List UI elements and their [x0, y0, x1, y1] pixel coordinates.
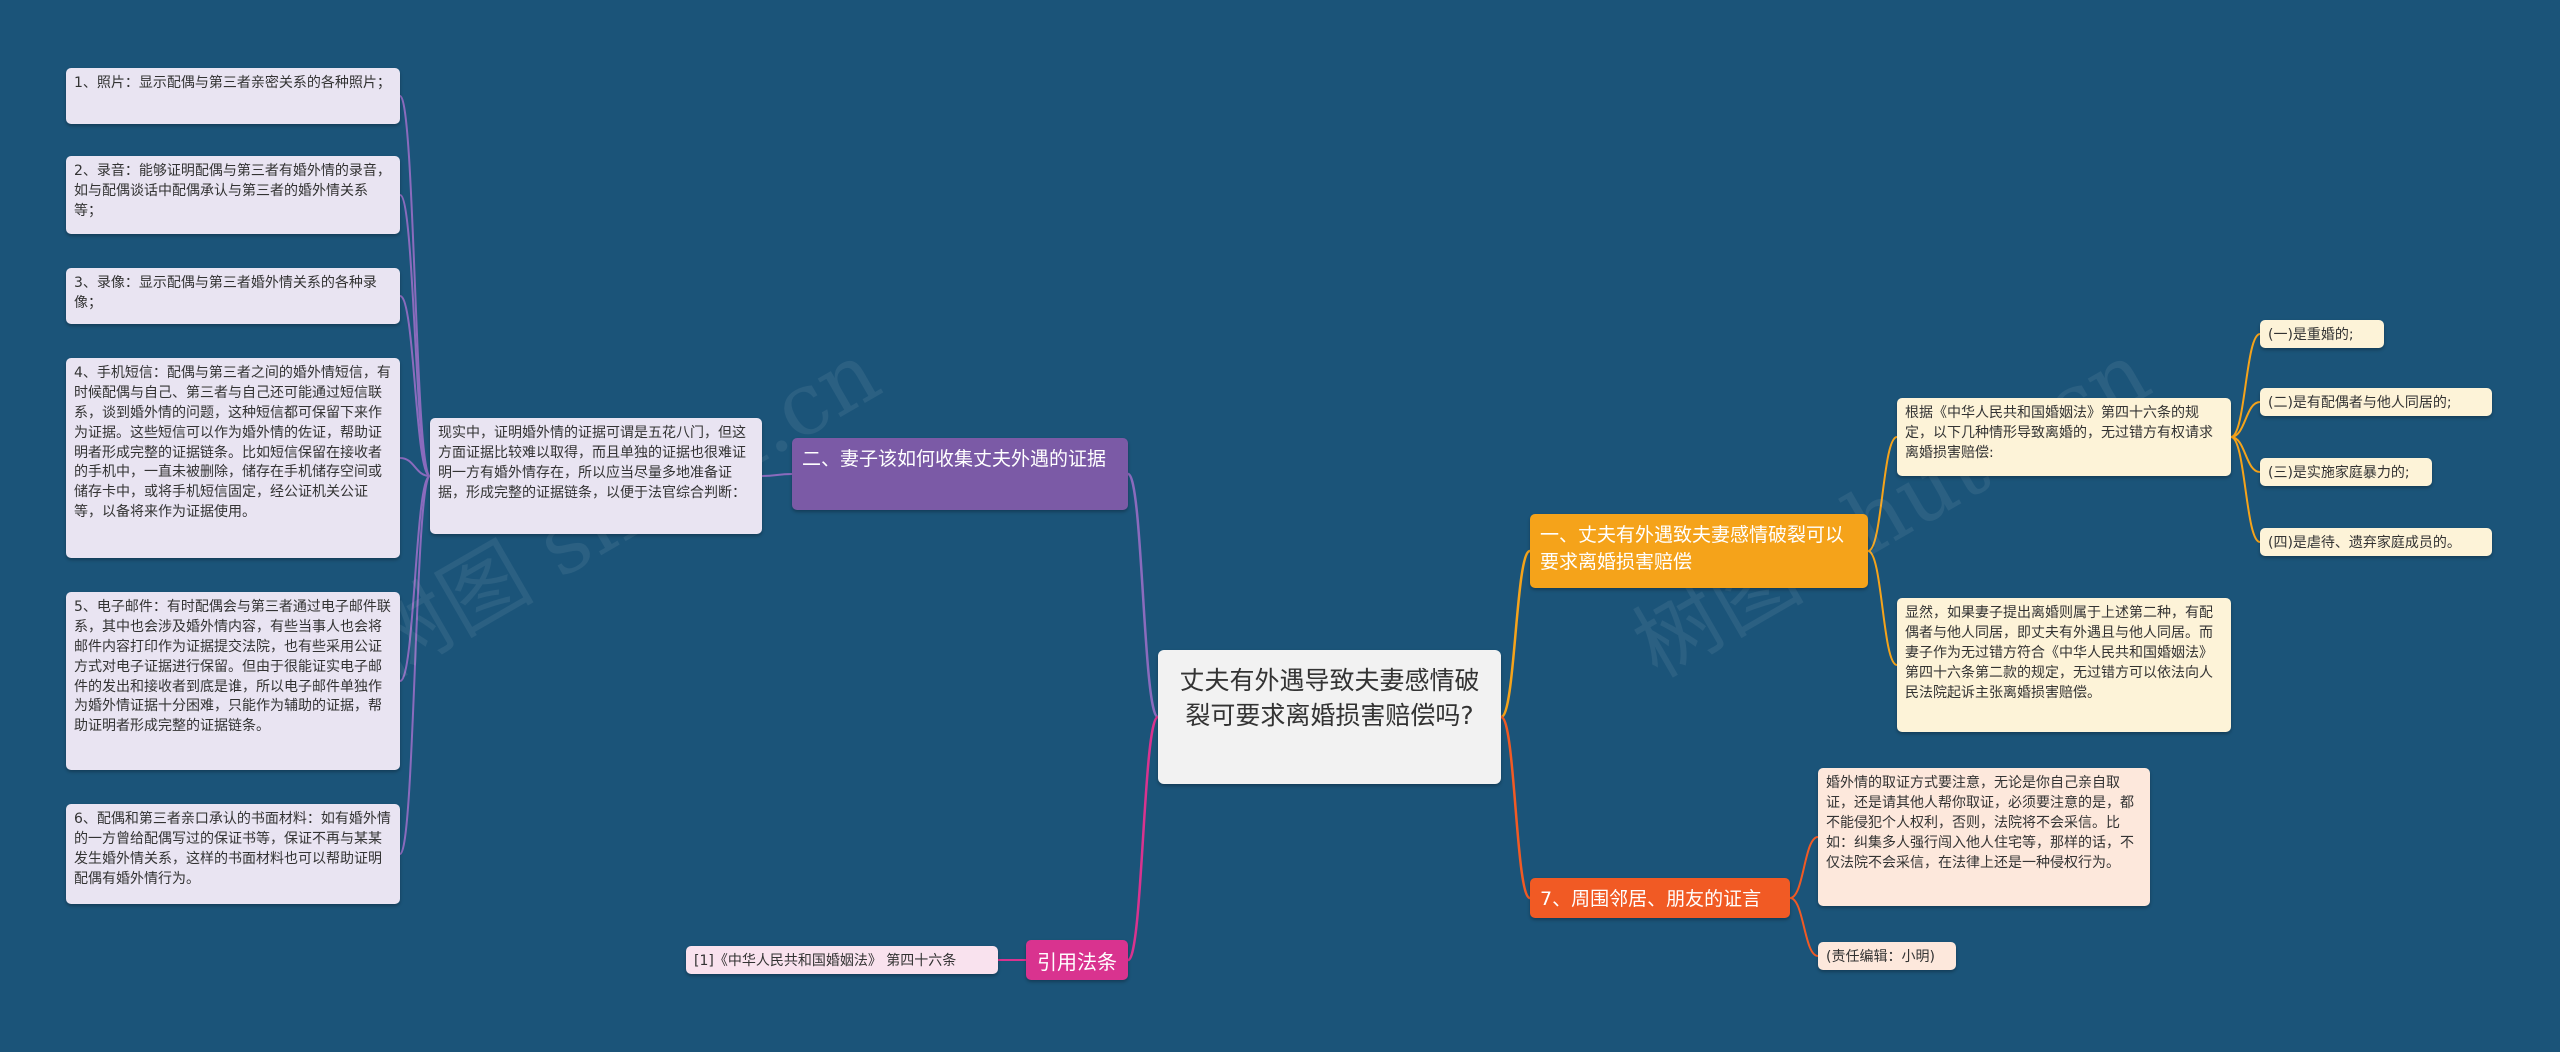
evidence-item-sms[interactable]: 4、手机短信：配偶与第三者之间的婚外情短信，有时候配偶与自己、第三者与自己还可能…	[66, 358, 400, 558]
link-branch2-summary	[761, 473, 793, 477]
branch-7-label[interactable]: 7、周围邻居、朋友的证言	[1530, 878, 1790, 918]
link-branch1-law	[1867, 436, 1898, 552]
citation-reference[interactable]: [1]《中华人民共和国婚姻法》 第四十六条	[686, 946, 998, 974]
condition-item[interactable]: (二)是有配偶者与他人同居的;	[2260, 388, 2492, 416]
evidence-item-written[interactable]: 6、配偶和第三者亲口承认的书面材料：如有婚外情的一方曾给配偶写过的保证书等，保证…	[66, 804, 400, 904]
link-law-item	[2230, 333, 2261, 438]
link-summary-evidence	[399, 194, 431, 477]
link-law-item	[2230, 401, 2261, 438]
evidence-item-video[interactable]: 3、录像：显示配偶与第三者婚外情关系的各种录像；	[66, 268, 400, 324]
link-summary-evidence	[399, 457, 431, 477]
law-note[interactable]: 根据《中华人民共和国婚姻法》第四十六条的规定，以下几种情形导致离婚的，无过错方有…	[1897, 398, 2231, 476]
link-branch1-conclusion	[1867, 550, 1898, 666]
evidence-item-audio[interactable]: 2、录音：能够证明配偶与第三者有婚外情的录音，如与配偶谈话中配偶承认与第三者的婚…	[66, 156, 400, 234]
link-summary-evidence	[399, 95, 431, 477]
link-summary-evidence	[399, 475, 431, 855]
link-summary-evidence	[399, 475, 431, 682]
evidence-item-photo[interactable]: 1、照片：显示配偶与第三者亲密关系的各种照片；	[66, 68, 400, 124]
link-law-item	[2230, 436, 2261, 543]
link-root-branch2	[1126, 472, 1160, 719]
link-root-branch1	[1499, 549, 1532, 719]
condition-item[interactable]: (一)是重婚的;	[2260, 320, 2384, 348]
link-branch7-editor	[1789, 897, 1819, 957]
evidence-summary[interactable]: 现实中，证明婚外情的证据可谓是五花八门，但这方面证据比较难以取得，而且单独的证据…	[430, 418, 762, 534]
evidence-caution-note[interactable]: 婚外情的取证方式要注意，无论是你自己亲自取证，还是请其他人帮你取证，必须要注意的…	[1818, 768, 2150, 906]
condition-item[interactable]: (四)是虐待、遗弃家庭成员的。	[2260, 528, 2492, 556]
link-summary-evidence	[399, 295, 431, 477]
evidence-item-email[interactable]: 5、电子邮件：有时配偶会与第三者通过电子邮件联系，其中也会涉及婚外情内容，有些当…	[66, 592, 400, 770]
branch-2-label[interactable]: 二、妻子该如何收集丈夫外遇的证据	[792, 438, 1128, 510]
link-root-citation	[1126, 715, 1160, 962]
root-topic[interactable]: 丈夫有外遇导致夫妻感情破裂可要求离婚损害赔偿吗?	[1158, 650, 1501, 784]
branch-1-label[interactable]: 一、丈夫有外遇致夫妻感情破裂可以要求离婚损害赔偿	[1530, 514, 1868, 588]
conclusion-note[interactable]: 显然，如果妻子提出离婚则属于上述第二种，有配偶者与他人同居，即丈夫有外遇且与他人…	[1897, 598, 2231, 732]
citation-label[interactable]: 引用法条	[1026, 940, 1128, 980]
condition-item[interactable]: (三)是实施家庭暴力的;	[2260, 458, 2432, 486]
link-root-branch7	[1499, 715, 1532, 900]
editor-note[interactable]: (责任编辑：小明)	[1818, 942, 1956, 970]
link-branch7-note	[1789, 836, 1819, 899]
